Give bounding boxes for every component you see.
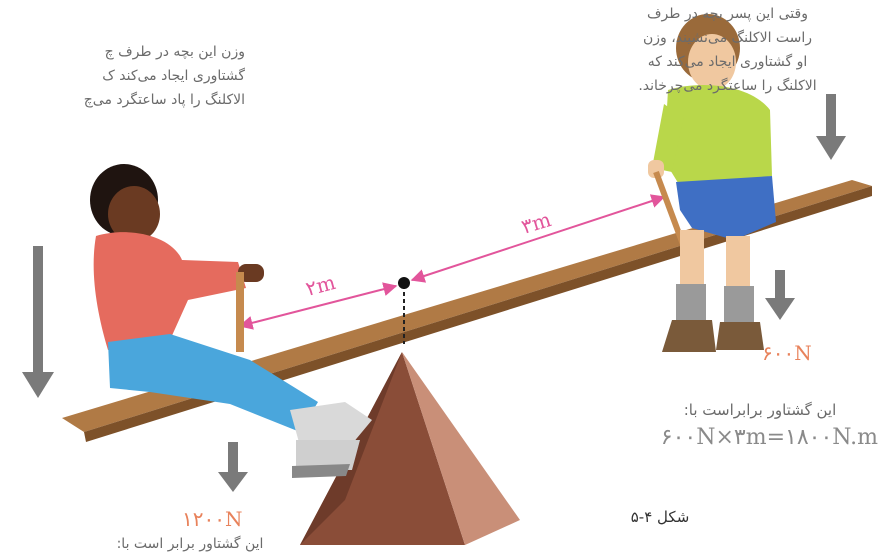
left-child-figure xyxy=(90,164,372,478)
left-distance-label: ۲m xyxy=(303,270,338,301)
right-force-label: ۶۰۰N xyxy=(762,341,812,365)
gray-arrow-right-force xyxy=(765,270,795,320)
gray-arrow-right-top xyxy=(816,94,846,160)
gray-arrow-left-top xyxy=(22,246,54,398)
right-boy-caption: وقتی این پسر بچه در طرف راست الاکلنگ می‌… xyxy=(600,2,855,98)
torque-formula: ۶۰۰N×۳m=۱۸۰۰N.m xyxy=(420,425,878,450)
torque-result-label: این گشتاور برابراست با: xyxy=(640,398,880,422)
left-torque-caption: این گشتاور برابر است با: xyxy=(60,532,320,556)
left-force-label: ۱۲۰۰N xyxy=(182,507,242,531)
gray-arrow-left-force xyxy=(218,442,248,492)
figure-label: شکل ۴-۵ xyxy=(600,508,720,526)
left-child-caption: وزن این بچه در طرف چ گشتاوری ایجاد می‌کن… xyxy=(0,40,245,112)
